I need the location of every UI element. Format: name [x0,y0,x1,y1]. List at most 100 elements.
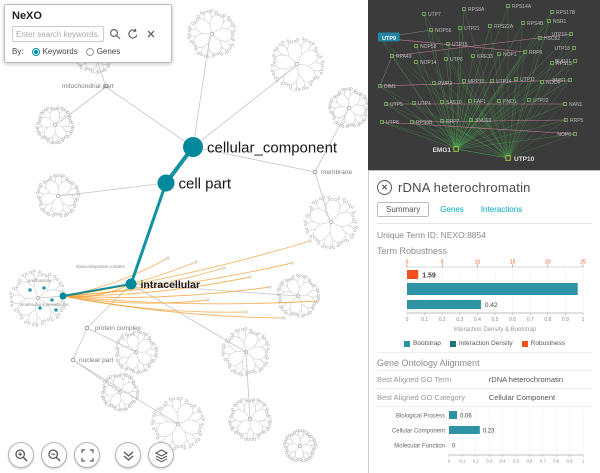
search-panel: NeXO By: Keywords [4,4,172,63]
network-node[interactable]: KRE33 [471,54,494,60]
network-node[interactable]: RPS22A [488,24,514,30]
network-node[interactable]: UTP15 [446,42,468,48]
network-node[interactable]: UTP8 [380,120,400,126]
network-node[interactable]: RPS8A [462,7,486,13]
network-node[interactable]: UTP7 [422,12,442,18]
network-node[interactable]: NSR1 [547,19,567,25]
svg-text:Cellular Component: Cellular Component [392,429,445,435]
legend-item: Robustness [521,340,565,347]
network-node[interactable]: RPS14A [506,4,532,10]
zoom-in-button[interactable] [8,442,34,468]
network-node[interactable]: RRP9 [523,50,543,56]
network-node[interactable]: NOC4 [540,80,561,86]
zoom-out-icon [47,448,60,461]
interaction-network-canvas[interactable]: UTP9 UTP7 RPS8A RPS14A RPS17B NOP56 UTP21 RPS22… [368,0,600,170]
radio-keywords[interactable]: Keywords [31,47,78,56]
radio-genes[interactable]: Genes [85,47,120,56]
svg-text:UTP22: UTP22 [533,98,549,104]
network-node[interactable]: NAN1 [563,102,583,108]
network-node[interactable]: NOP6 [557,132,577,138]
refresh-icon[interactable] [125,27,140,42]
network-node[interactable]: UTP9 [378,32,400,42]
network-node[interactable]: HSC82 [538,36,561,42]
network-node[interactable]: UTP14 [490,79,512,85]
robustness-swatch [521,340,528,347]
network-node[interactable]: BUD21 [555,59,577,65]
network-node[interactable]: SNU13 [469,118,492,124]
svg-text:5: 5 [441,260,444,266]
clear-icon[interactable] [143,27,158,42]
network-node[interactable]: UTP4 [412,101,432,107]
network-node[interactable]: RRP5 [564,118,584,124]
svg-text:UTP6: UTP6 [450,57,463,63]
network-node[interactable]: UTP11 [514,77,536,83]
network-node[interactable]: MPP10 [462,79,485,85]
tab-interactions[interactable]: Interactions [480,205,523,214]
svg-text:0: 0 [452,444,456,450]
network-node[interactable]: RPS6B [410,120,434,126]
layers-button[interactable] [148,442,174,468]
svg-text:0.7: 0.7 [540,459,546,464]
network-hub-node[interactable]: EMG1 [433,146,459,154]
network-node[interactable]: PWP2 [432,81,453,87]
svg-text:10: 10 [475,260,481,266]
svg-text:0.7: 0.7 [527,317,534,323]
tree-node-selected-cluster[interactable] [59,292,67,300]
svg-text:Molecular Function: Molecular Function [394,444,445,450]
network-node[interactable]: RPA49 [390,54,412,60]
tab-summary[interactable]: Summary [377,202,430,217]
network-node[interactable]: NOP56 [429,28,452,34]
network-node[interactable]: FAF1 [468,99,487,105]
network-node[interactable]: BMS1 [552,78,572,84]
network-node[interactable]: UTP6 [444,57,464,63]
collapse-levels-button[interactable] [115,442,141,468]
tree-minor-label: protein complex [95,325,142,332]
zoom-in-icon [14,448,27,461]
interaction-network-panel[interactable]: UTP9 UTP7 RPS8A RPS14A RPS17B NOP56 UTP21 RPS22… [368,0,600,170]
network-node[interactable]: PNO1 [497,99,517,105]
network-node[interactable]: NOP14 [414,60,437,66]
network-node[interactable]: RPS17B [550,10,576,16]
tree-minor-label: nuclear part [79,357,114,364]
svg-text:BUD21: BUD21 [555,59,571,65]
svg-text:UTP10: UTP10 [514,156,535,163]
network-node[interactable]: RRP7 [440,119,460,125]
tab-genes[interactable]: Genes [440,205,464,214]
network-node[interactable]: UTP21 [458,26,480,32]
svg-text:UTP18: UTP18 [554,46,570,52]
network-node[interactable]: NOP1 [497,52,517,58]
network-node[interactable]: NOP58 [414,44,437,50]
network-node[interactable]: RPS4B [521,21,545,27]
network-node[interactable]: UTP18 [554,46,576,52]
svg-text:25: 25 [580,260,586,266]
svg-text:UTP15: UTP15 [452,42,468,48]
network-node[interactable]: UTP22 [527,98,549,104]
zoom-out-button[interactable] [41,442,67,468]
svg-text:PNO1: PNO1 [503,99,517,105]
tree-node-cellular-component[interactable] [183,137,203,157]
tree-node-cell-part[interactable] [157,174,175,192]
network-node[interactable]: RPS13 [550,61,573,67]
network-node[interactable]: DIM1 [378,84,397,90]
tree-node-intracellular[interactable] [125,278,137,290]
term-title: rDNA heterochromatin [398,180,531,195]
svg-text:RRP7: RRP7 [446,119,460,125]
svg-text:0.4: 0.4 [474,317,481,323]
network-hub-node[interactable]: UTP10 [505,155,535,163]
tree-node-label-cellular-component: cellular_component [207,139,338,156]
svg-text:UTP13: UTP13 [551,32,567,38]
radio-keywords-label: Keywords [42,47,78,56]
network-node[interactable]: UTP13 [551,32,573,38]
fit-to-screen-button[interactable] [74,442,100,468]
search-input[interactable] [12,26,104,42]
network-node[interactable]: SAS10 [440,100,462,106]
svg-text:UTP21: UTP21 [464,26,480,32]
close-icon[interactable]: ✕ [377,180,392,195]
svg-text:0: 0 [406,317,409,323]
network-node[interactable]: UTP5 [384,102,404,108]
svg-text:UTP14: UTP14 [496,79,512,85]
svg-text:0.3: 0.3 [456,317,463,323]
search-icon[interactable] [107,27,122,42]
